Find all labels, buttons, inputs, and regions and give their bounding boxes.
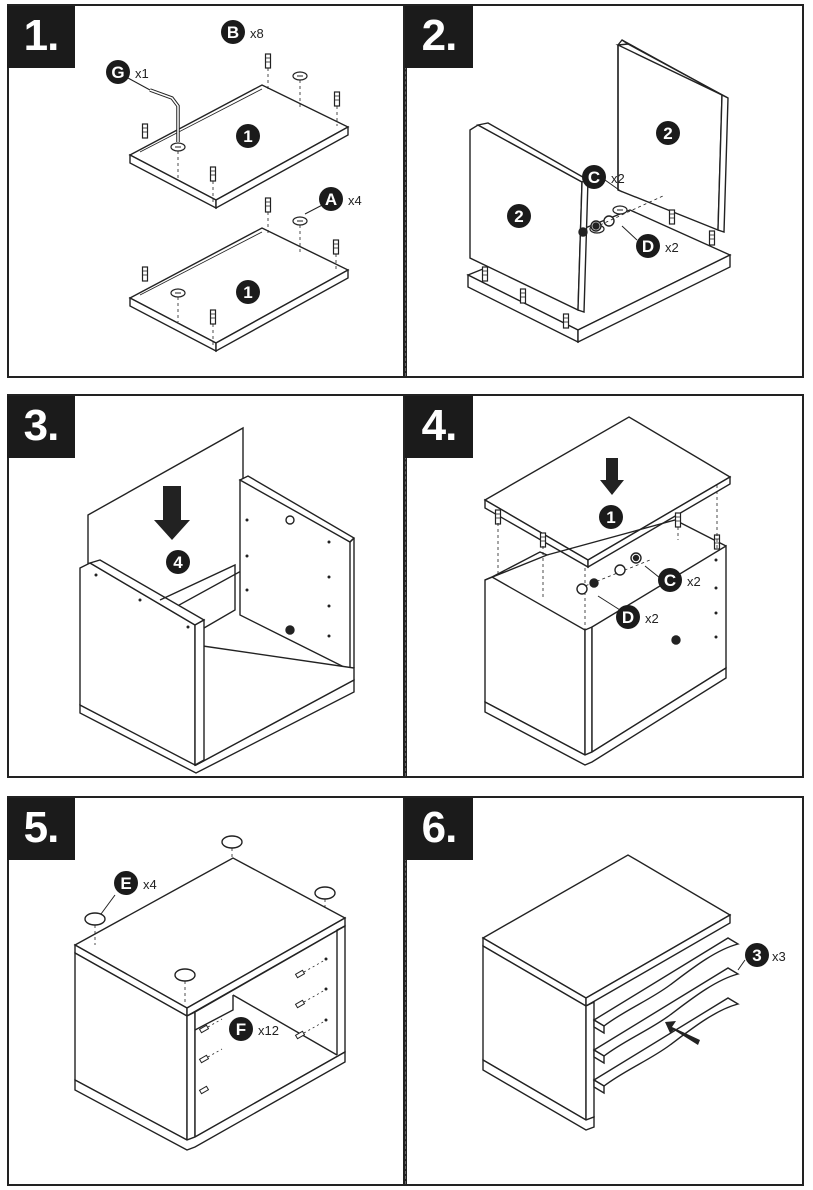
part-d-marker <box>636 234 660 258</box>
part-e-qty: x4 <box>143 877 157 892</box>
part-c-qty: x2 <box>611 171 625 186</box>
step-1-badge: 1. <box>7 6 75 68</box>
step-5-diagram <box>73 835 347 1151</box>
part-b-marker <box>221 20 245 44</box>
part-a-qty: x4 <box>348 193 362 208</box>
part-d-letter: D <box>642 237 654 256</box>
panel-2-left-number: 2 <box>514 207 523 226</box>
part-d-marker <box>616 605 640 629</box>
step-2-diagram <box>466 39 732 344</box>
step-3-badge: 3. <box>7 396 75 458</box>
panel-1-number: 1 <box>606 508 615 527</box>
step-6-badge: 6. <box>405 798 473 860</box>
step-1-diagram <box>127 53 350 353</box>
step-6-diagram <box>481 854 746 1131</box>
panel-1-bottom-marker <box>236 280 260 304</box>
part-e-marker <box>114 871 138 895</box>
panel-1-top-marker <box>236 124 260 148</box>
part-c-qty: x2 <box>687 574 701 589</box>
panel-divider <box>405 798 406 1184</box>
step-3-diagram <box>79 426 356 774</box>
part-g-qty: x1 <box>135 66 149 81</box>
panel-4-marker <box>166 550 190 574</box>
panel-divider <box>405 6 406 376</box>
part-f-letter: F <box>236 1020 246 1039</box>
part-g-letter: G <box>111 63 124 82</box>
step-1-labels: B x8 G x1 A x4 1 1 <box>106 20 362 304</box>
step-4-badge: 4. <box>405 396 473 458</box>
part-d-qty: x2 <box>645 611 659 626</box>
part-c-letter: C <box>664 571 676 590</box>
part-a-letter: A <box>325 190 337 209</box>
panel-1-bottom-number: 1 <box>243 283 252 302</box>
step-4-labels: 1 C x2 D x2 <box>599 505 701 629</box>
part-c-marker <box>658 568 682 592</box>
part-g-marker <box>106 60 130 84</box>
step-2-badge: 2. <box>405 6 473 68</box>
part-b-qty: x8 <box>250 26 264 41</box>
shelf-3-qty: x3 <box>772 949 786 964</box>
step-5-labels: E x4 F x12 <box>114 871 279 1041</box>
panel-1-top-number: 1 <box>243 127 252 146</box>
panel-2-right-number: 2 <box>663 124 672 143</box>
part-d-qty: x2 <box>665 240 679 255</box>
step-6-labels: 3 x3 <box>745 943 786 967</box>
part-e-letter: E <box>120 874 131 893</box>
step-4-diagram <box>483 416 732 766</box>
part-a-marker <box>319 187 343 211</box>
panel-1-marker <box>599 505 623 529</box>
part-f-marker <box>229 1017 253 1041</box>
panel-divider <box>405 396 406 776</box>
part-c-letter: C <box>588 168 600 187</box>
panel-2-right-marker <box>656 121 680 145</box>
shelf-3-number: 3 <box>752 946 761 965</box>
step-2-labels: 2 2 C x2 D x2 <box>507 121 680 258</box>
panel-4-number: 4 <box>173 553 183 572</box>
part-c-marker <box>582 165 606 189</box>
shelf-3-marker <box>745 943 769 967</box>
part-b-letter: B <box>227 23 239 42</box>
part-d-letter: D <box>622 608 634 627</box>
panel-2-left-marker <box>507 204 531 228</box>
step-5-badge: 5. <box>7 798 75 860</box>
part-f-qty: x12 <box>258 1023 279 1038</box>
step-3-labels: 4 <box>166 550 190 574</box>
